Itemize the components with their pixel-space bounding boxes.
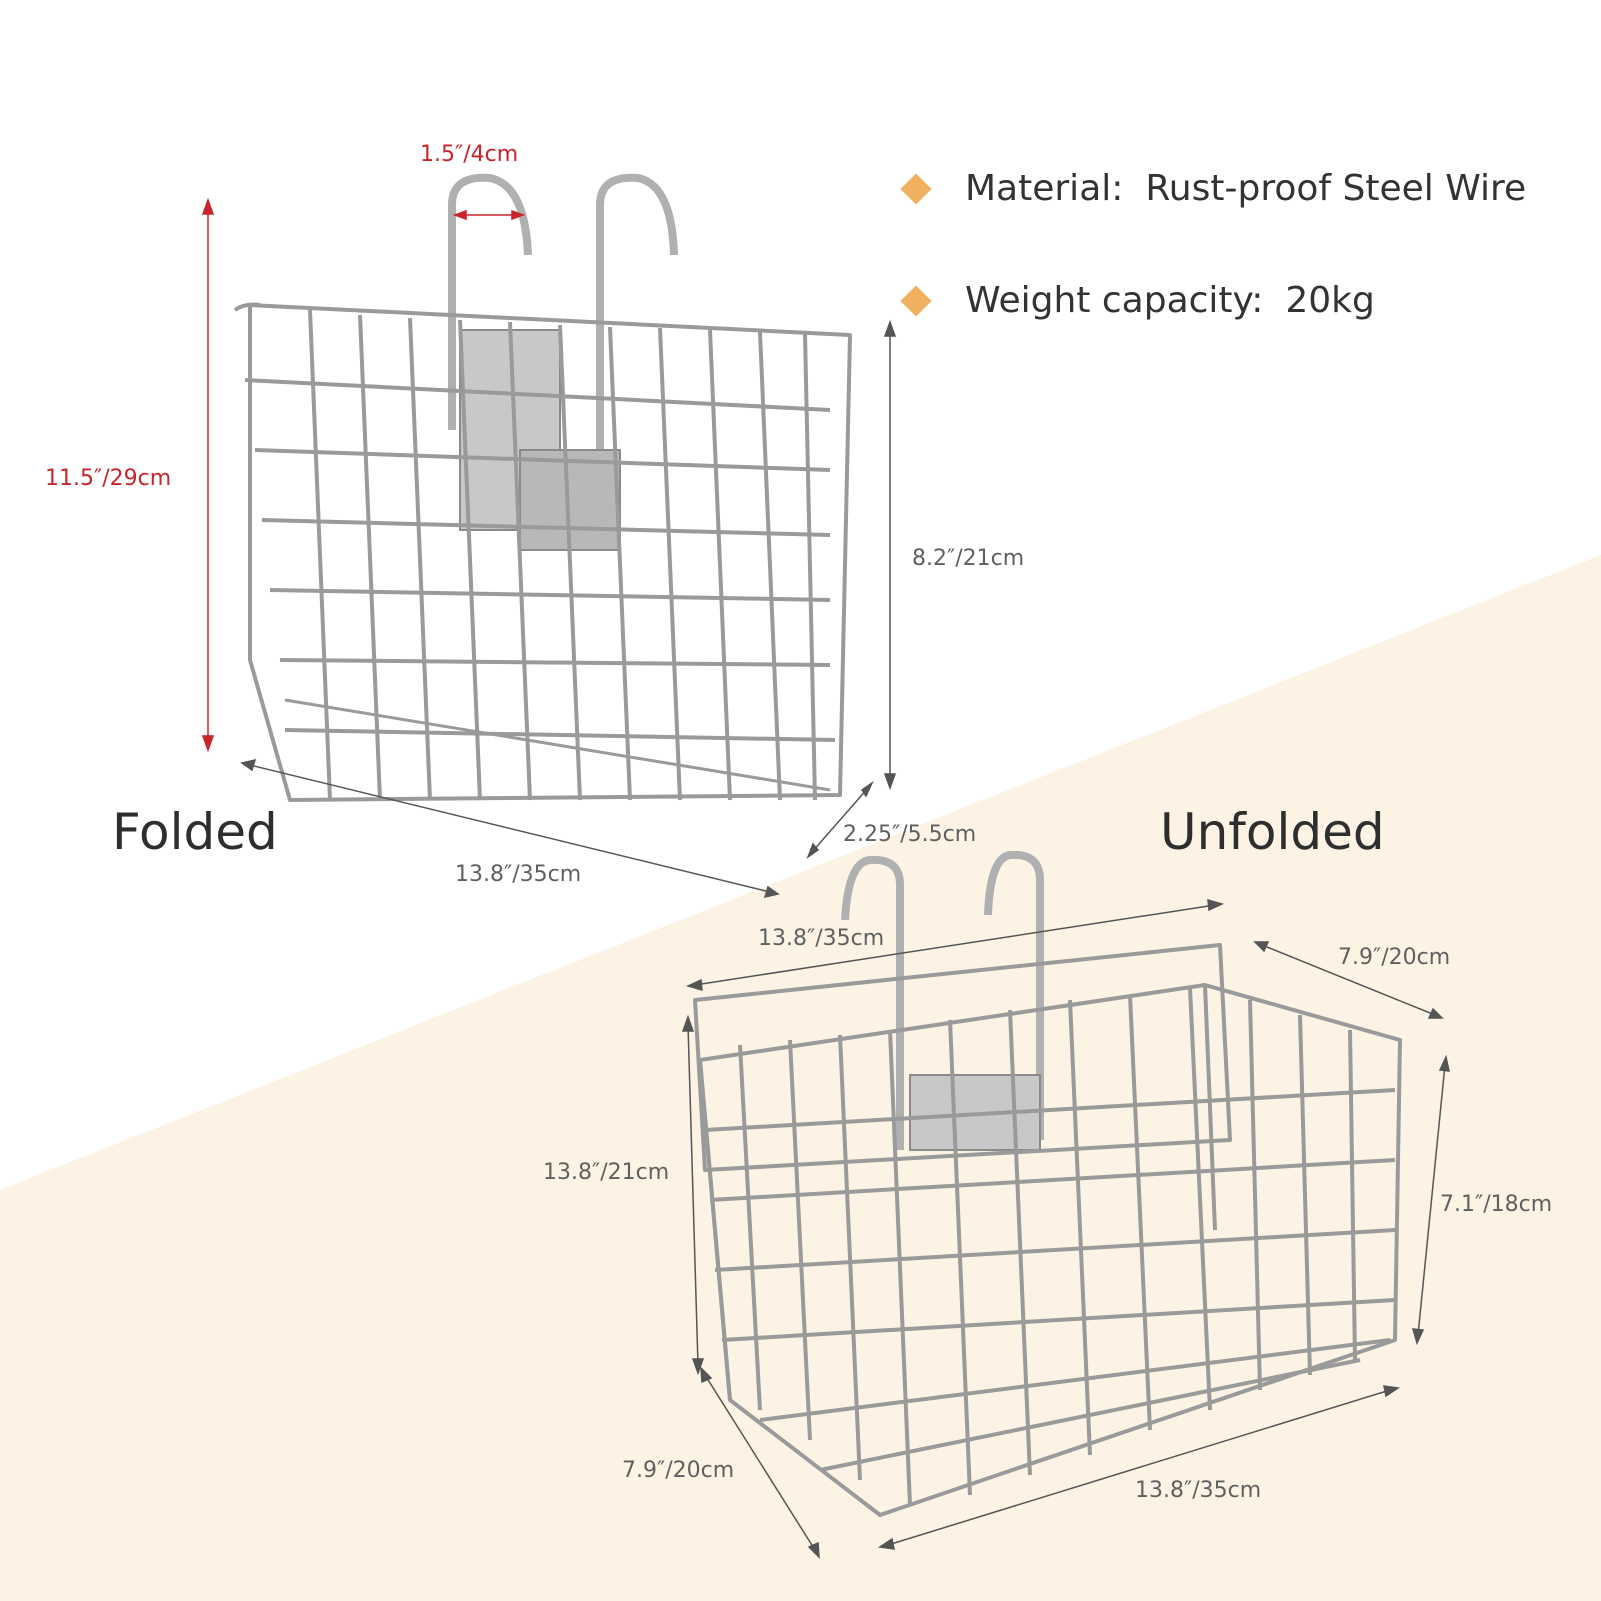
folded-label: Folded [112,803,278,861]
unfolded-bottom-width-label: 13.8″/35cm [1135,1478,1262,1503]
folded-hook-width-label: 1.5″/4cm [420,142,519,167]
spec-weight-label: Weight capacity: [965,280,1264,321]
unfolded-top-depth-label: 7.9″/20cm [1338,945,1451,970]
unfolded-back-height-label: 7.1″/18cm [1440,1192,1553,1217]
spec-weight: Weight capacity: 20kg [900,280,1375,321]
folded-width-label: 13.8″/35cm [455,862,582,887]
folded-depth-label: 2.25″/5.5cm [843,822,977,847]
unfolded-label: Unfolded [1160,803,1385,861]
unfolded-top-width-label: 13.8″/35cm [758,926,885,951]
unfolded-front-height-label: 13.8″/21cm [543,1160,670,1185]
folded-basket-height-label: 8.2″/21cm [912,546,1025,571]
folded-total-height-label: 11.5″/29cm [45,466,172,491]
spec-material-value: Rust-proof Steel Wire [1145,168,1527,209]
spec-material-label: Material: [965,168,1124,209]
spec-material: Material: Rust-proof Steel Wire [900,168,1527,209]
unfolded-bottom-depth-label: 7.9″/20cm [622,1458,735,1483]
cream-diagonal-panel [0,555,1601,1601]
spec-weight-value: 20kg [1285,280,1375,321]
